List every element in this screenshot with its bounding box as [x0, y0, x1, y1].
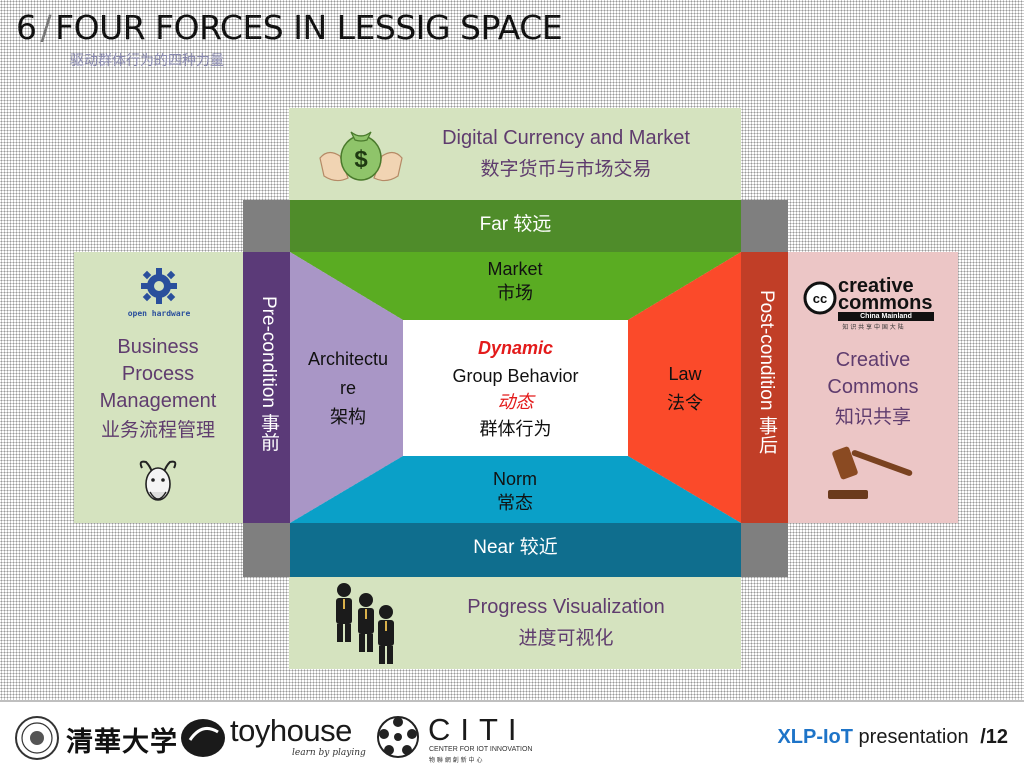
- title-text: FOUR FORCES IN LESSIG SPACE: [55, 8, 563, 47]
- pre-condition-bar: Pre-condition 事前: [243, 252, 290, 523]
- top-panel-label-zh: 数字货币与市场交易: [480, 159, 652, 180]
- architecture-label-en2: re: [339, 378, 356, 398]
- architecture-label-en1: Architectu: [307, 349, 389, 369]
- law-label-en: Law: [668, 364, 702, 384]
- norm-trapezoid: [290, 456, 741, 523]
- title-slash: /: [40, 8, 52, 47]
- tsinghua-logo-text: 清華大学: [66, 727, 178, 758]
- citi-subtitle-zh: 物 聯 網 創 新 中 心: [429, 757, 483, 764]
- corner-top-left: [243, 200, 290, 252]
- slide-number: 6: [16, 8, 37, 47]
- citi-logo-text: CITI: [428, 712, 527, 747]
- post-condition-label: Post-condition 事后: [756, 290, 777, 454]
- right-panel-l3: 知识共享: [834, 407, 911, 428]
- citi-subtitle-en: CENTER FOR IOT INNOVATION: [429, 746, 533, 753]
- gavel-icon: [828, 446, 913, 499]
- top-panel-label-en: Digital Currency and Market: [442, 127, 690, 149]
- center-dynamic: Dynamic: [477, 338, 554, 358]
- market-trapezoid: [290, 252, 741, 320]
- dynamic-behavior-box: [403, 320, 628, 456]
- left-panel-l3: Management: [99, 390, 217, 412]
- architecture-label-zh: 架构: [330, 407, 366, 427]
- footer-divider: [0, 700, 1024, 702]
- tsinghua-seal-icon: [15, 716, 59, 760]
- corner-bottom-left: [243, 523, 290, 577]
- presentation-label: presentation: [858, 726, 969, 748]
- slide-title: 6/FOUR FORCES IN LESSIG SPACE: [16, 8, 563, 47]
- law-trapezoid: [628, 252, 741, 523]
- corner-bottom-right: [741, 523, 788, 577]
- corner-top-right: [741, 200, 788, 252]
- footer-presentation-label: XLP-IoT presentation /12: [777, 726, 1008, 749]
- center-dynamic-zh: 动态: [497, 392, 534, 412]
- norm-label-zh: 常态: [497, 493, 533, 513]
- toyhouse-tagline: learn by playing: [292, 748, 366, 758]
- right-panel-l1: Creative: [835, 349, 911, 371]
- far-bar: Far 较远: [290, 200, 741, 252]
- norm-label-en: Norm: [493, 469, 537, 489]
- xlp-iot-label: XLP-IoT: [777, 726, 853, 748]
- cc-word-commons: commons: [838, 292, 933, 314]
- open-hardware-gear-icon: [141, 268, 177, 304]
- left-panel-l2: Process: [121, 363, 195, 385]
- pre-condition-label: Pre-condition 事前: [258, 296, 279, 452]
- open-hardware-logo-text: open hardware: [127, 309, 191, 318]
- toyhouse-logo-text: toyhouse: [230, 713, 352, 748]
- svg-text:cc: cc: [813, 291, 827, 306]
- creative-commons-logo-icon: cc: [803, 281, 837, 315]
- center-group-behavior: Group Behavior: [452, 366, 579, 386]
- lessig-diagram: [290, 252, 741, 523]
- slide-subtitle: 驱动群体行为的四种力量: [70, 53, 224, 69]
- post-condition-bar: Post-condition 事后: [741, 252, 788, 523]
- cc-word-creative: creative: [838, 275, 914, 297]
- cc-chinese-tag: 知 识 共 享 中 国 大 陆: [842, 324, 904, 331]
- cc-china-mainland-tag: China Mainland: [838, 312, 934, 321]
- bottom-panel-label-zh: 进度可视化: [518, 628, 614, 649]
- bottom-panel-label-en: Progress Visualization: [467, 596, 665, 618]
- gnu-head-icon: [139, 460, 177, 501]
- market-label-zh: 市场: [497, 283, 533, 303]
- center-group-behavior-zh: 群体行为: [479, 419, 552, 439]
- toyhouse-logo-icon: [181, 719, 225, 757]
- law-label-zh: 法令: [667, 393, 703, 413]
- svg-text:$: $: [354, 146, 368, 173]
- left-panel-l1: Business: [117, 336, 199, 358]
- citi-logo-icon: [377, 716, 419, 758]
- right-panel-l2: Commons: [827, 376, 919, 398]
- market-label-en: Market: [487, 259, 543, 279]
- left-panel-l4: 业务流程管理: [100, 420, 215, 441]
- architecture-trapezoid: [290, 252, 403, 523]
- page-number: /12: [980, 726, 1008, 748]
- business-people-icon: [336, 583, 394, 664]
- money-bag-hands-icon: $: [319, 131, 403, 182]
- footer: [0, 700, 1024, 768]
- near-bar: Near 较近: [290, 523, 741, 577]
